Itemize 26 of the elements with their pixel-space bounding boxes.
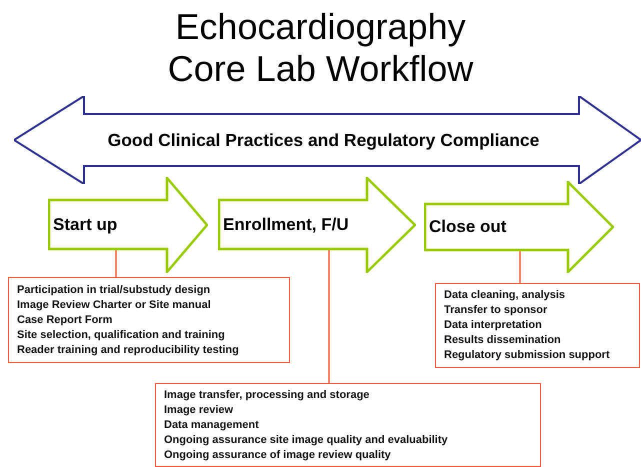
task-item: Regulatory submission support [444, 348, 611, 363]
task-item: Image transfer, processing and storage [164, 388, 370, 402]
phase-label: Close out [429, 216, 506, 238]
connector-line [328, 249, 330, 383]
task-item: Image Review Charter or Site manual [17, 298, 212, 312]
phase-label: Enrollment, F/U [223, 214, 349, 236]
task-item: Image review [164, 402, 234, 418]
connector-line [115, 249, 117, 277]
task-item: Ongoing assurance site image quality and evaluability [164, 432, 449, 448]
connector-line [519, 250, 521, 283]
band-label: Good Clinical Practices and Regulatory Compliance [108, 128, 540, 152]
task-list-box [8, 277, 290, 363]
task-item: Transfer to sponsor [444, 303, 548, 318]
task-item: Participation in trial/substudy design [17, 282, 212, 298]
task-item: Reader training and reproducibility testing [17, 342, 240, 358]
task-item: Case Report Form [17, 312, 114, 328]
diagram-title: Echocardiography Core Lab Workflow [166, 6, 474, 90]
task-list-box [155, 383, 541, 467]
task-item: Data management [164, 418, 260, 432]
task-item: Data interpretation [444, 318, 543, 333]
task-list-box [435, 283, 640, 368]
task-item: Results dissemination [444, 333, 562, 348]
task-item: Site selection, qualification and training [17, 328, 226, 342]
task-item: Ongoing assurance of image review quality [164, 448, 392, 462]
task-item: Data cleaning, analysis [444, 288, 566, 303]
phase-label: Start up [53, 214, 118, 236]
